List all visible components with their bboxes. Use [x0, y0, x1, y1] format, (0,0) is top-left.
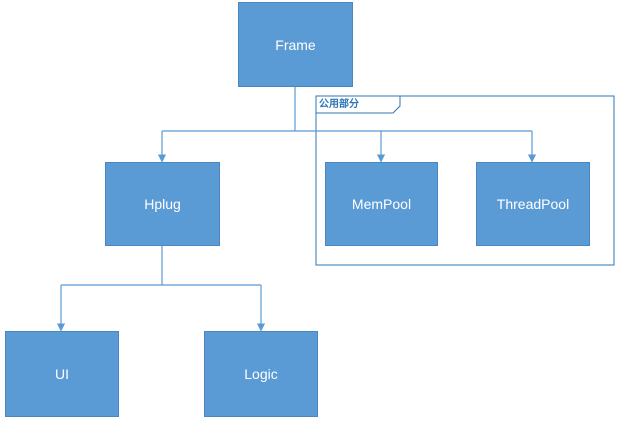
threadpool-node: ThreadPool: [476, 162, 590, 246]
group-frame: [315, 95, 615, 266]
hplug-connector: [56, 246, 266, 332]
logic-node: Logic: [204, 331, 318, 417]
group-label: 公用部分: [319, 99, 359, 110]
frame-connector: [157, 87, 537, 163]
ui-node: UI: [5, 331, 119, 417]
mempool-node: MemPool: [325, 162, 438, 246]
hplug-node: Hplug: [105, 162, 220, 246]
frame-node: Frame: [238, 2, 353, 87]
